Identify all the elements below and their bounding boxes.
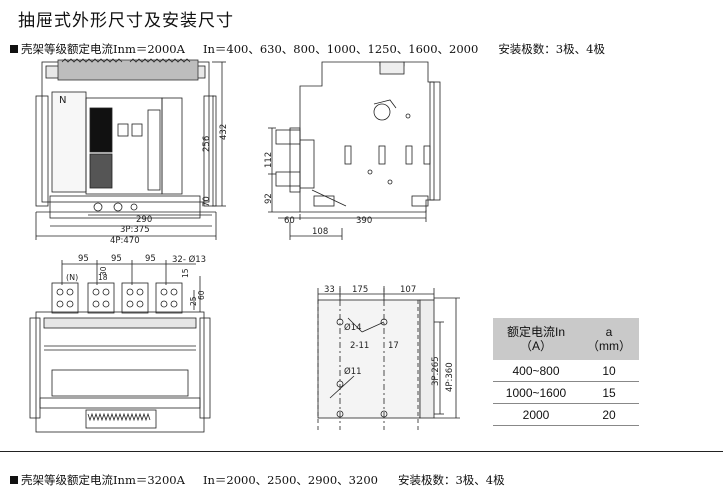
header-a: a （mm） (579, 318, 639, 360)
frame-rating: 壳架等级额定电流Inm＝2000A (21, 42, 185, 56)
dim-432: 432 (219, 124, 229, 140)
dim-256: 256 (202, 136, 212, 152)
dim-25: 25 (189, 296, 198, 306)
dim-33: 33 (324, 285, 335, 295)
dim-175: 175 (352, 285, 368, 295)
pole-count: 安装极数：3极、4极 (498, 42, 605, 56)
spec-line-3200a: 壳架等级额定电流Inm＝3200A In＝2000、2500、2900、3200 安… (10, 472, 505, 488)
row-current: 400~800 (512, 363, 560, 378)
dim-60: 60 (284, 216, 295, 226)
dim-15: 15 (181, 268, 190, 278)
terminal-view-drawing (29, 260, 211, 433)
neutral-label: N (59, 95, 66, 106)
mounting-plan-drawing (317, 286, 460, 432)
slot-2-11: 2-11 (350, 341, 369, 351)
hole-phi11: Ø11 (344, 366, 362, 377)
dim-112: 112 (264, 152, 274, 168)
frame-rating: 壳架等级额定电流Inm＝3200A (21, 473, 185, 487)
dim-290: 290 (136, 215, 152, 225)
dim-3p-375: 3P:375 (120, 225, 150, 235)
dim-4p-470: 4P:470 (110, 236, 140, 246)
bullet-square-icon (10, 476, 18, 484)
header-current-unit: （A） (519, 339, 552, 353)
row-a: 15 (602, 385, 616, 400)
row-a: 10 (602, 363, 616, 378)
page-title: 抽屉式外形尺寸及安装尺寸 (18, 11, 234, 31)
dim-70: 70 (202, 196, 212, 207)
table-row: 2000 20 (493, 404, 639, 426)
section-divider (0, 451, 723, 452)
dim-390: 390 (356, 216, 372, 226)
dim-30: 30 (99, 266, 108, 276)
table-header: 额定电流In （A） a （mm） (493, 318, 639, 360)
dim-4p-360: 4P:360 (445, 362, 455, 392)
dim-108: 108 (312, 227, 328, 237)
dim-95-a: 95 (78, 254, 89, 264)
dim-60-terminal: 60 (197, 290, 206, 300)
dim-17: 17 (388, 341, 399, 351)
row-current: 1000~1600 (505, 385, 567, 400)
header-current-label: 额定电流In (506, 325, 565, 339)
row-current: 2000 (522, 407, 550, 422)
row-a: 20 (602, 407, 616, 422)
spec-line-2000a: 壳架等级额定电流Inm＝2000A In＝400、630、800、1000、125… (10, 41, 605, 57)
table-row: 400~800 10 (493, 360, 639, 382)
header-a-unit: （mm） (587, 339, 631, 353)
rated-currents: In＝2000、2500、2900、3200 (202, 473, 378, 487)
hole-phi14: Ø14 (344, 322, 362, 333)
header-a-label: a (605, 325, 613, 339)
header-rated-current: 额定电流In （A） (493, 318, 579, 360)
dim-107: 107 (400, 285, 416, 295)
front-view-drawing (35, 58, 226, 240)
pole-count: 安装极数：3极、4极 (397, 473, 505, 487)
hole-spec-32-phi13: 32- Ø13 (172, 254, 206, 265)
table-row: 1000~1600 15 (493, 382, 639, 404)
dim-95-b: 95 (111, 254, 122, 264)
terminal-neutral-label: (N) (66, 273, 78, 282)
dimension-a-table: 额定电流In （A） a （mm） 400~800 10 1000~1600 1… (493, 318, 639, 426)
dim-3p-265: 3P:265 (431, 356, 441, 386)
dim-95-c: 95 (145, 254, 156, 264)
rated-currents: In＝400、630、800、1000、1250、1600、2000 (202, 42, 479, 56)
side-view-drawing (268, 61, 441, 240)
bullet-square-icon (10, 45, 18, 53)
dim-18: 18 (98, 273, 108, 282)
dim-92: 92 (264, 193, 274, 204)
